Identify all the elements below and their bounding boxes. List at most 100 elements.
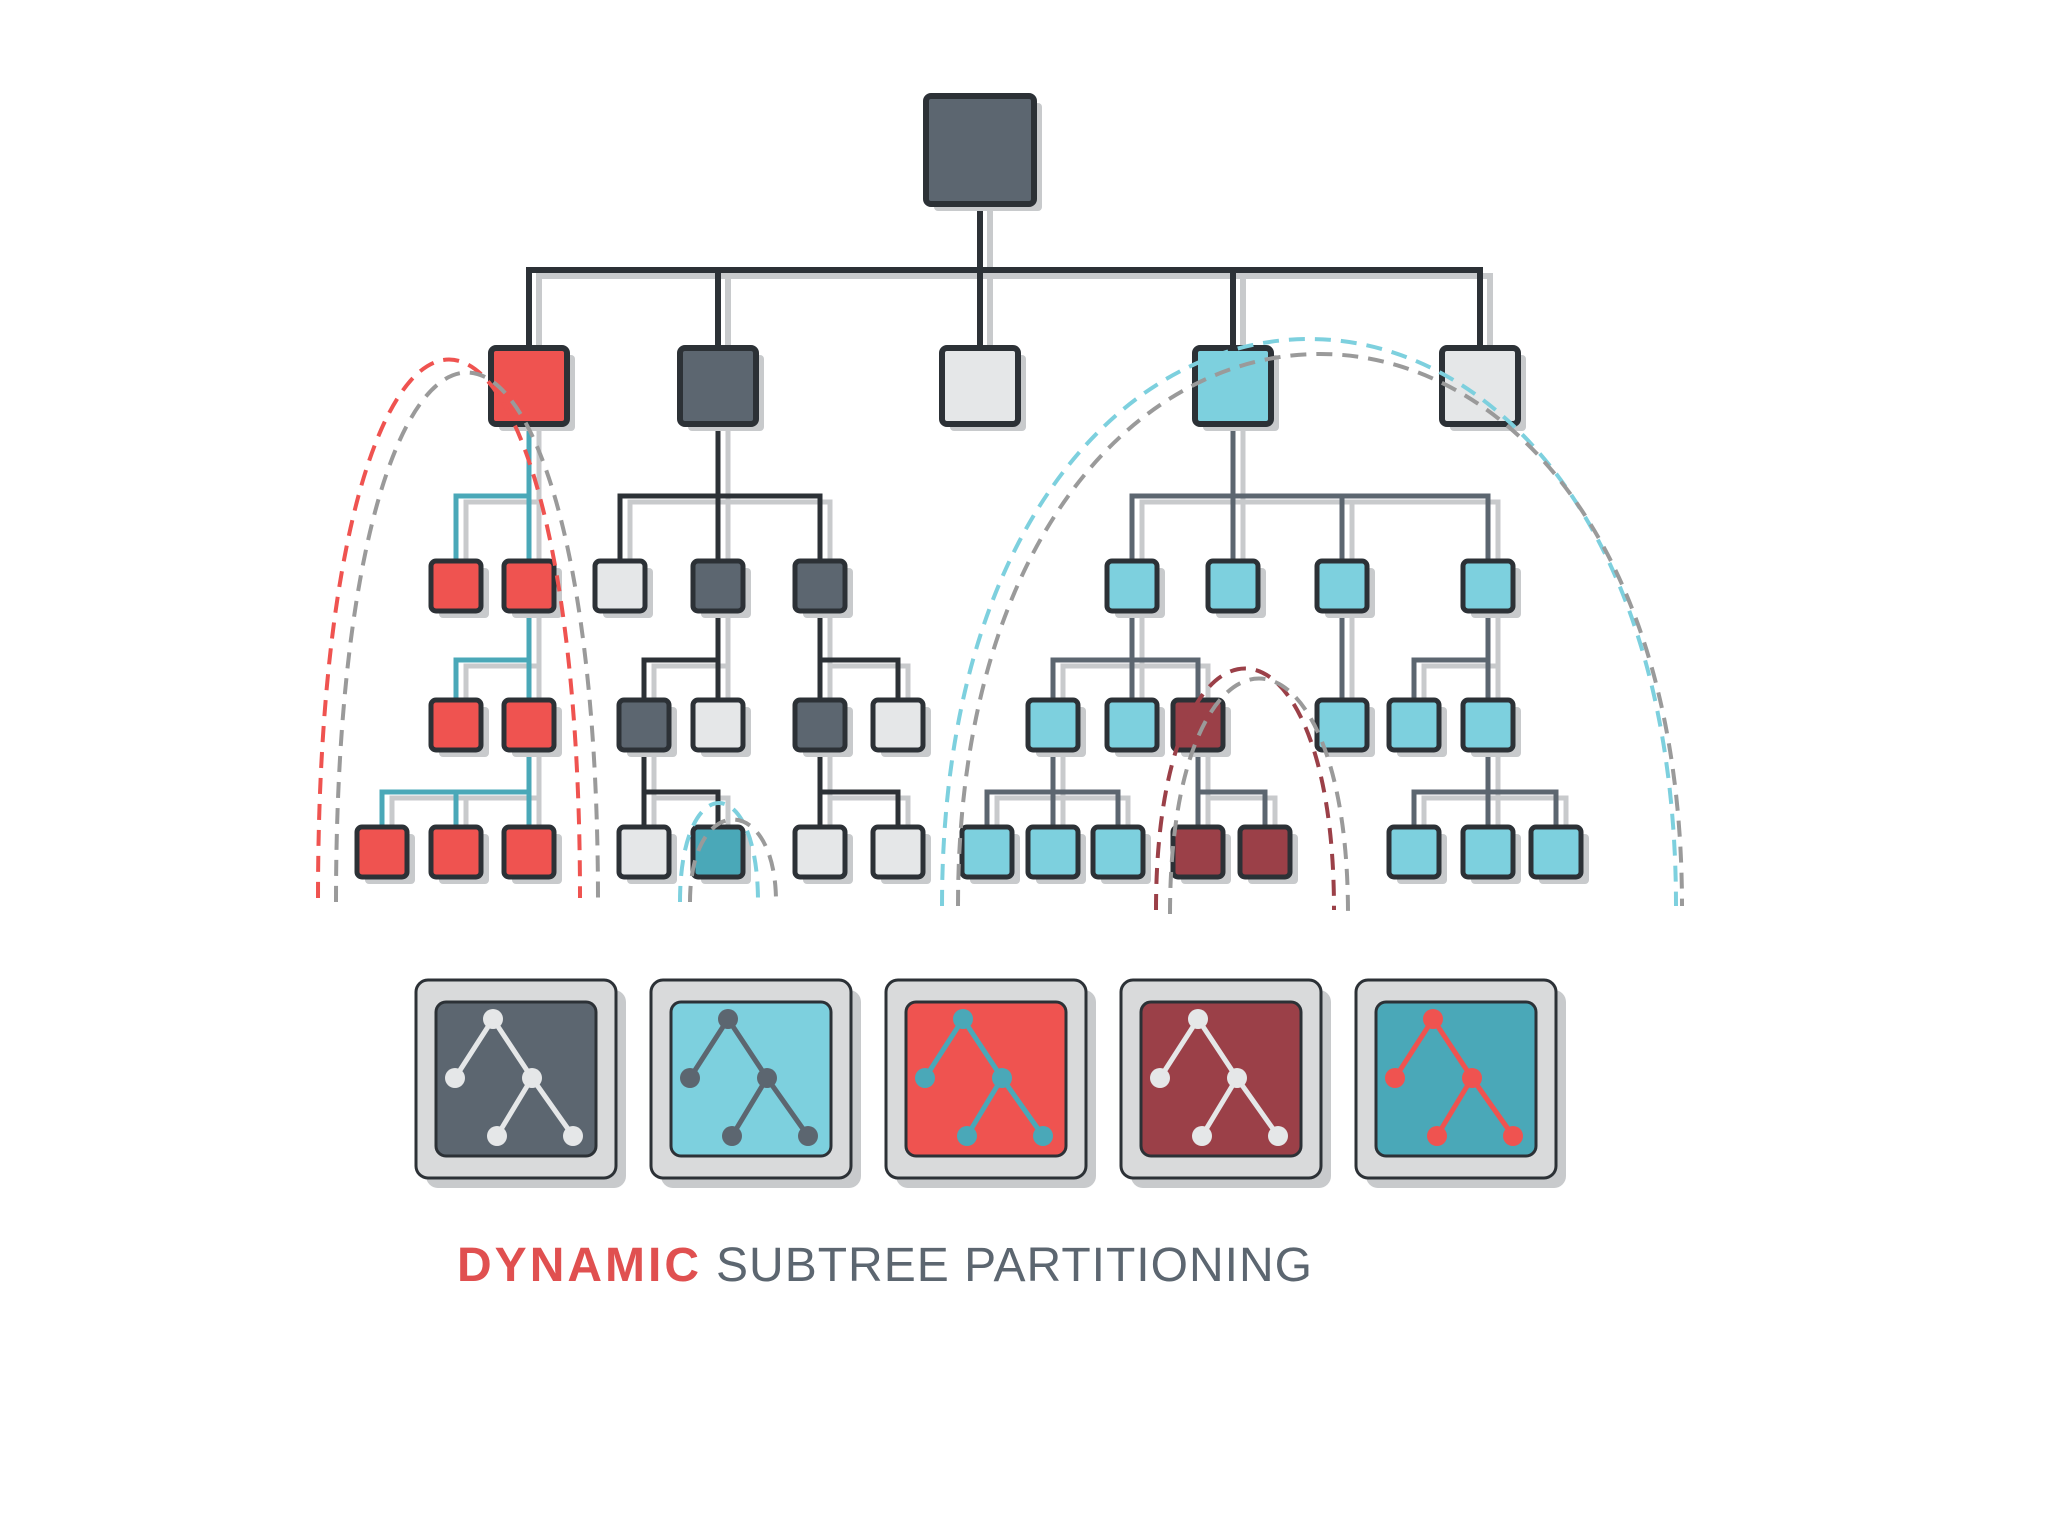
- coral-conn-2-shadow: [463, 614, 542, 709]
- cyan-l2-node-0: [1104, 558, 1160, 614]
- partition-maroon-node-3: [1192, 1126, 1212, 1146]
- coral-l4-node-0: [354, 824, 410, 880]
- cyan-l3-node-1: [1104, 697, 1160, 753]
- dark-conn-1-shadow: [627, 427, 833, 570]
- caption-emphasis: DYNAMIC: [457, 1239, 703, 1292]
- partition-teal-edges: [1392, 1016, 1516, 1139]
- cyan-l4-node-6: [1460, 824, 1516, 880]
- boundary-coral-gray: [334, 370, 600, 903]
- cyan-conn-4: [1411, 608, 1491, 703]
- partition-cyan-node-0: [718, 1009, 738, 1029]
- partition-dark-panel: [434, 1000, 598, 1158]
- partition-cyan-node-4: [798, 1126, 818, 1146]
- cyan-l4-node-3: [1170, 824, 1226, 880]
- coral-l4-node-2: [501, 824, 557, 880]
- partition-teal: [1354, 978, 1566, 1188]
- cyan-conn-1-shadow: [1139, 427, 1501, 570]
- partition-cyan: [649, 978, 861, 1188]
- partition-maroon-node-1: [1150, 1068, 1170, 1088]
- dark-l2-node-2: [792, 558, 848, 614]
- partition-maroon-edges: [1157, 1016, 1281, 1139]
- partition-dark: [414, 978, 626, 1188]
- partition-dark-node-2: [522, 1068, 542, 1088]
- cyan-conn-2-shadow: [1060, 614, 1211, 709]
- subtree-empty-1: [939, 345, 1026, 431]
- coral-l4-node-1: [428, 824, 484, 880]
- partition-coral-node-2: [992, 1068, 1012, 1088]
- coral-l2-node-1: [501, 558, 557, 614]
- light-node-2: [1439, 345, 1521, 427]
- cyan-root-node: [1192, 345, 1274, 427]
- partition-teal-node-2: [1462, 1068, 1482, 1088]
- partition-coral: [884, 978, 1096, 1188]
- dark-l2-node-0: [592, 558, 648, 614]
- partition-coral-node-3: [957, 1126, 977, 1146]
- coral-l3-node-0: [428, 697, 484, 753]
- partition-maroon: [1119, 978, 1331, 1188]
- coral-l2-node-0: [428, 558, 484, 614]
- partition-dark-node-3: [487, 1126, 507, 1146]
- dark-conn-1: [617, 421, 823, 564]
- cyan-l2-node-3: [1460, 558, 1516, 614]
- dark-l4-node-2: [792, 824, 848, 880]
- subtree-dark: [592, 345, 931, 884]
- coral-conn-2: [453, 608, 532, 703]
- cyan-conn-6: [1195, 747, 1268, 830]
- partition-teal-node-0: [1423, 1009, 1443, 1029]
- cyan-conn-7: [1411, 747, 1559, 830]
- dark-conn-4-shadow: [651, 753, 731, 836]
- dark-root-node: [677, 345, 759, 427]
- partition-teal-panel: [1374, 1000, 1538, 1158]
- partition-dark-node-1: [445, 1068, 465, 1088]
- partition-dark-node-4: [563, 1126, 583, 1146]
- cyan-conn-2: [1050, 608, 1201, 703]
- cyan-l4-node-7: [1528, 824, 1584, 880]
- boundary-cyan: [940, 337, 1678, 907]
- coral-conn-1-shadow: [463, 427, 542, 570]
- boundary-teal-node: [678, 801, 760, 903]
- subtree-empty-2: [1439, 345, 1526, 431]
- boundary-maroon: [1154, 666, 1336, 911]
- partition-coral-edges: [922, 1016, 1046, 1139]
- dark-l4-node-0: [616, 824, 672, 880]
- dark-l3-node-2: [792, 697, 848, 753]
- caption-rest: SUBTREE PARTITIONING: [716, 1239, 1313, 1292]
- cyan-l2-node-1: [1205, 558, 1261, 614]
- dark-conn-2: [641, 608, 721, 703]
- cyan-l4-node-5: [1386, 824, 1442, 880]
- partition-dark-edges: [452, 1016, 576, 1139]
- partition-cyan-panel: [669, 1000, 833, 1158]
- dark-l2-node-1: [690, 558, 746, 614]
- tree: [354, 93, 1589, 884]
- cyan-l3-node-3: [1314, 697, 1370, 753]
- partition-maroon-node-2: [1227, 1068, 1247, 1088]
- coral-l3-node-1: [501, 697, 557, 753]
- cyan-l3-node-5: [1460, 697, 1516, 753]
- cyan-conn-6-shadow: [1205, 753, 1278, 836]
- coral-root-node: [488, 345, 570, 427]
- cyan-l4-node-1: [1025, 824, 1081, 880]
- dark-conn-3-shadow: [827, 614, 911, 709]
- partition-cards: [414, 978, 1566, 1188]
- partition-coral-node-1: [915, 1068, 935, 1088]
- dark-conn-4: [641, 747, 721, 830]
- cyan-conn-5: [984, 747, 1121, 830]
- cyan-l4-node-2: [1090, 824, 1146, 880]
- partition-coral-panel: [904, 1000, 1068, 1158]
- partition-boundaries: [316, 337, 1684, 915]
- partition-teal-node-1: [1385, 1068, 1405, 1088]
- dark-l4-node-1: [690, 824, 746, 880]
- coral-conn-3-shadow: [389, 753, 542, 836]
- dark-l3-node-3: [870, 697, 926, 753]
- dark-l3-node-0: [616, 697, 672, 753]
- cyan-l2-node-2: [1314, 558, 1370, 614]
- root-connector: [526, 187, 1483, 351]
- partition-maroon-node-0: [1188, 1009, 1208, 1029]
- coral-conn-3: [379, 747, 532, 830]
- cyan-l3-node-4: [1386, 697, 1442, 753]
- partition-cyan-node-2: [757, 1068, 777, 1088]
- cyan-conn-7-shadow: [1421, 753, 1569, 836]
- dark-conn-5: [817, 747, 901, 830]
